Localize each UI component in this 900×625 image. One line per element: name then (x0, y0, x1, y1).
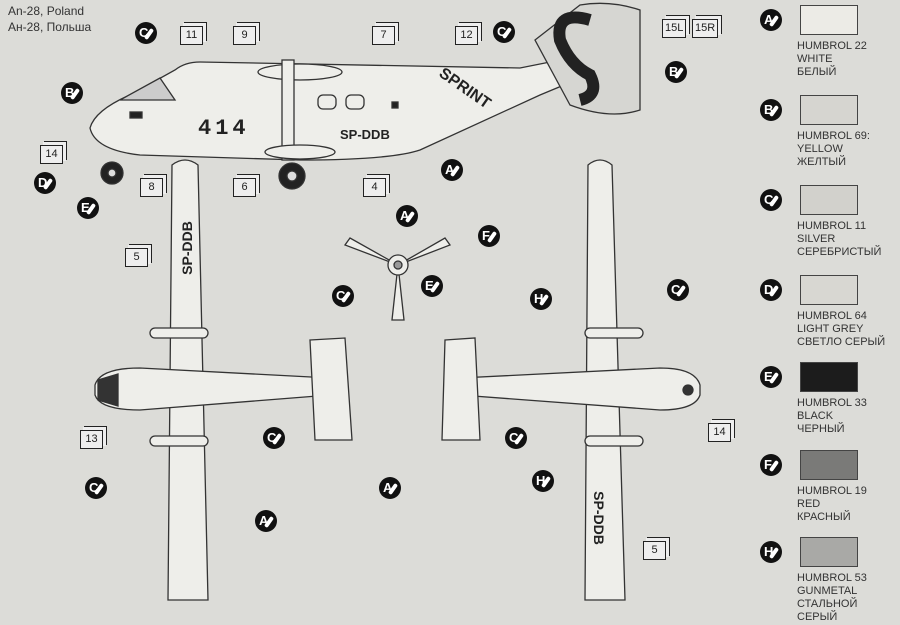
decal-number-12: 12 (455, 26, 478, 45)
decal-number-14: 14 (40, 145, 63, 164)
color-name-ru: ЖЕЛТЫЙ (797, 156, 847, 168)
color-swatch (800, 5, 858, 35)
paint-callout-a: A (255, 510, 277, 532)
color-name-ru: КРАСНЫЙ (797, 511, 851, 523)
humbrol-code: HUMBROL 19 (797, 485, 867, 497)
paint-callout-c: C (85, 477, 107, 499)
color-name-en: SILVER (797, 233, 836, 245)
color-name-ru: СТАЛЬНОЙ СЕРЫЙ (797, 598, 858, 623)
decal-number-13: 13 (80, 430, 103, 449)
registration-side: SP-DDB (340, 127, 390, 142)
color-name-en: BLACK (797, 410, 834, 422)
paint-brush-icon: H (760, 541, 782, 563)
color-swatch (800, 275, 858, 305)
color-swatch (800, 185, 858, 215)
paint-callout-c: C (505, 427, 527, 449)
color-name-en: YELLOW (797, 143, 843, 155)
color-name-en: LIGHT GREY (797, 323, 864, 335)
registration-wing-right: SP-DDB (590, 491, 607, 545)
paint-callout-b: B (61, 82, 83, 104)
humbrol-code: HUMBROL 11 (797, 220, 867, 232)
top-view (94, 159, 353, 601)
decal-number-15R: 15R (692, 19, 719, 38)
paint-callout-a: A (441, 159, 463, 181)
paint-callout-c: C (135, 22, 157, 44)
color-name-ru: ЧЕРНЫЙ (797, 423, 845, 435)
paint-callout-c: C (493, 21, 515, 43)
paint-callout-h: H (532, 470, 554, 492)
title-english: An-28, Poland (8, 4, 85, 18)
humbrol-code: HUMBROL 69: (797, 130, 870, 142)
color-swatch (800, 362, 858, 392)
color-name-en: GUNMETAL (797, 585, 858, 597)
paint-callout-h: H (530, 288, 552, 310)
color-swatch (800, 95, 858, 125)
bottom-view (441, 159, 701, 601)
decal-number-6: 6 (233, 178, 256, 197)
paint-callout-a: A (379, 477, 401, 499)
title-russian: Ан-28, Польша (8, 20, 92, 34)
decal-number-11: 11 (180, 26, 203, 45)
paint-callout-e: E (421, 275, 443, 297)
paint-brush-icon: E (760, 366, 782, 388)
paint-brush-icon: B (760, 99, 782, 121)
decal-number-9: 9 (233, 26, 256, 45)
registration-wing-left: SP-DDB (178, 221, 195, 275)
humbrol-code: HUMBROL 33 (797, 397, 867, 409)
side-view (89, 2, 641, 190)
paint-callout-b: B (665, 61, 687, 83)
decal-number-14: 14 (708, 423, 731, 442)
paint-brush-icon: F (760, 454, 782, 476)
paint-brush-icon: C (760, 189, 782, 211)
paint-brush-icon: A (760, 9, 782, 31)
color-name-en: RED (797, 498, 821, 510)
paint-brush-icon: D (760, 279, 782, 301)
paint-callout-e: E (77, 197, 99, 219)
paint-callout-d: D (34, 172, 56, 194)
paint-callout-c: C (263, 427, 285, 449)
fuselage-number: 414 (198, 116, 250, 141)
humbrol-code: HUMBROL 64 (797, 310, 867, 322)
color-name-ru: СВЕТЛО СЕРЫЙ (797, 336, 886, 348)
propeller-view (343, 237, 452, 321)
decal-number-5: 5 (125, 248, 148, 267)
color-name-en: WHITE (797, 53, 833, 65)
paint-callout-c: C (332, 285, 354, 307)
decal-number-5: 5 (643, 541, 666, 560)
decal-number-4: 4 (363, 178, 386, 197)
paint-callout-a: A (396, 205, 418, 227)
color-name-ru: БЕЛЫЙ (797, 66, 837, 78)
color-name-ru: СЕРЕБРИСТЫЙ (797, 246, 882, 258)
paint-callout-f: F (478, 225, 500, 247)
decal-number-7: 7 (372, 26, 395, 45)
color-swatch (800, 537, 858, 567)
humbrol-code: HUMBROL 53 (797, 572, 867, 584)
humbrol-code: HUMBROL 22 (797, 40, 867, 52)
decal-number-15L: 15L (662, 19, 687, 38)
decal-number-8: 8 (140, 178, 163, 197)
color-swatch (800, 450, 858, 480)
paint-callout-c: C (667, 279, 689, 301)
